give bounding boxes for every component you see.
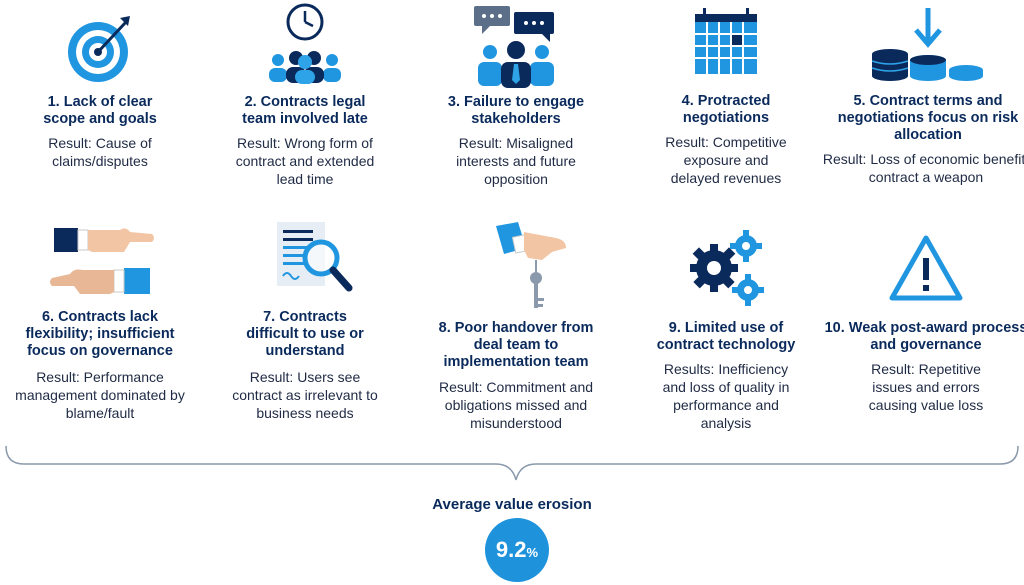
item-title: 8. Poor handover from deal team to imple…	[438, 320, 594, 370]
item-result: Result: Wrong form of contract and exten…	[235, 135, 375, 187]
item-result: Result: Competitive exposure and delayed…	[665, 134, 787, 186]
average-value-badge: 9.2%	[485, 518, 549, 582]
average-value-unit: %	[526, 545, 539, 560]
stakeholders-icon	[468, 2, 564, 93]
item-title: 5. Contract terms and negotiations focus…	[837, 93, 1019, 143]
item-title: 6. Contracts lack flexibility; insuffici…	[25, 309, 175, 359]
item-result: Result: Loss of economic benefit; contra…	[822, 151, 1024, 185]
item-title: 10. Weak post-award process and governan…	[824, 320, 1024, 353]
document-magnifier-icon	[255, 218, 355, 307]
item-result: Results: Inefficiency and loss of qualit…	[662, 361, 790, 431]
item-result: Result: Commitment and obligations misse…	[438, 379, 594, 431]
gears-icon	[686, 222, 766, 313]
pointing-hands-icon	[40, 218, 160, 307]
clock-team-icon	[260, 2, 350, 93]
warning-icon	[886, 232, 966, 309]
target-icon	[60, 8, 140, 93]
item-title: 4. Protracted negotiations	[681, 93, 771, 126]
item-title: 7. Contracts difficult to use or underst…	[246, 309, 364, 359]
calendar-icon	[691, 6, 761, 83]
item-result: Result: Misaligned interests and future …	[456, 135, 576, 187]
item-title: 2. Contracts legal team involved late	[242, 94, 368, 127]
item-title: 3. Failure to engage stakeholders	[447, 94, 585, 127]
item-result: Result: Repetitive issues and errors cau…	[868, 361, 984, 413]
item-result: Result: Performance management dominated…	[15, 369, 185, 421]
item-result: Result: Cause of claims/disputes	[48, 135, 152, 169]
coins-icon	[866, 6, 986, 91]
item-title: 1. Lack of clear scope and goals	[43, 94, 157, 127]
grouping-brace	[5, 445, 1019, 481]
average-value-erosion-label: Average value erosion	[432, 496, 592, 513]
key-handover-icon	[456, 222, 576, 323]
average-value-number: 9.2	[495, 537, 527, 562]
item-title: 9. Limited use of contract technology	[656, 320, 796, 353]
item-result: Result: Users see contract as irrelevant…	[232, 369, 378, 421]
